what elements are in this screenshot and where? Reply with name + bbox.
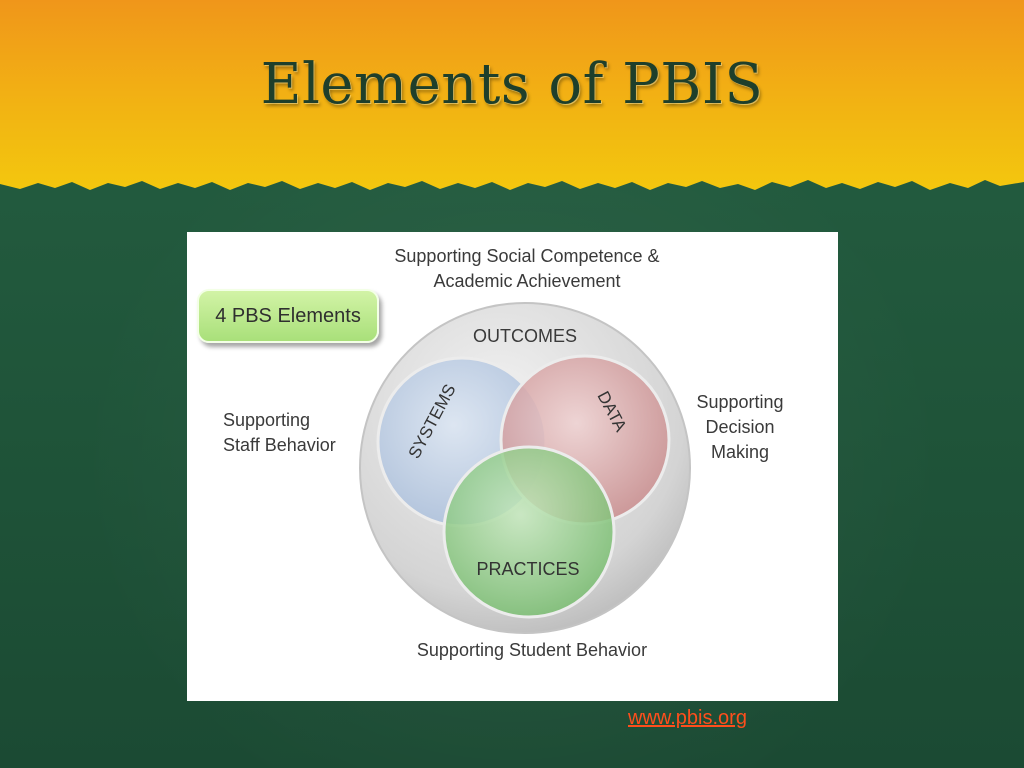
right-label-line: Supporting (696, 392, 784, 412)
left-label-line: Staff Behavior (223, 435, 336, 455)
right-label-line: Making (710, 442, 770, 462)
right-label: Supporting Decision Making (673, 390, 807, 465)
venn-diagram: OUTCOMES SYSTEMS DATA PRACTICES (359, 302, 691, 634)
top-label: Supporting Social Competence & Academic … (347, 244, 707, 294)
title-band (0, 0, 1024, 190)
pbs-elements-badge: 4 PBS Elements (197, 289, 379, 343)
practices-circle (442, 445, 616, 619)
left-label: Supporting Staff Behavior (223, 408, 363, 458)
practices-label: PRACTICES (476, 559, 579, 579)
left-label-line: Supporting (223, 410, 311, 430)
diagram-panel: OUTCOMES SYSTEMS DATA PRACTICES 4 PBS El… (187, 232, 838, 701)
top-label-line: Supporting Social Competence & (394, 246, 660, 266)
top-label-line: Academic Achievement (433, 271, 621, 291)
slide-title: Elements of PBIS (260, 52, 764, 117)
outcomes-label: OUTCOMES (473, 326, 577, 346)
right-label-line: Decision (705, 417, 775, 437)
pbis-website-link[interactable]: www.pbis.org (628, 707, 747, 729)
bottom-label: Supporting Student Behavior (416, 640, 648, 660)
